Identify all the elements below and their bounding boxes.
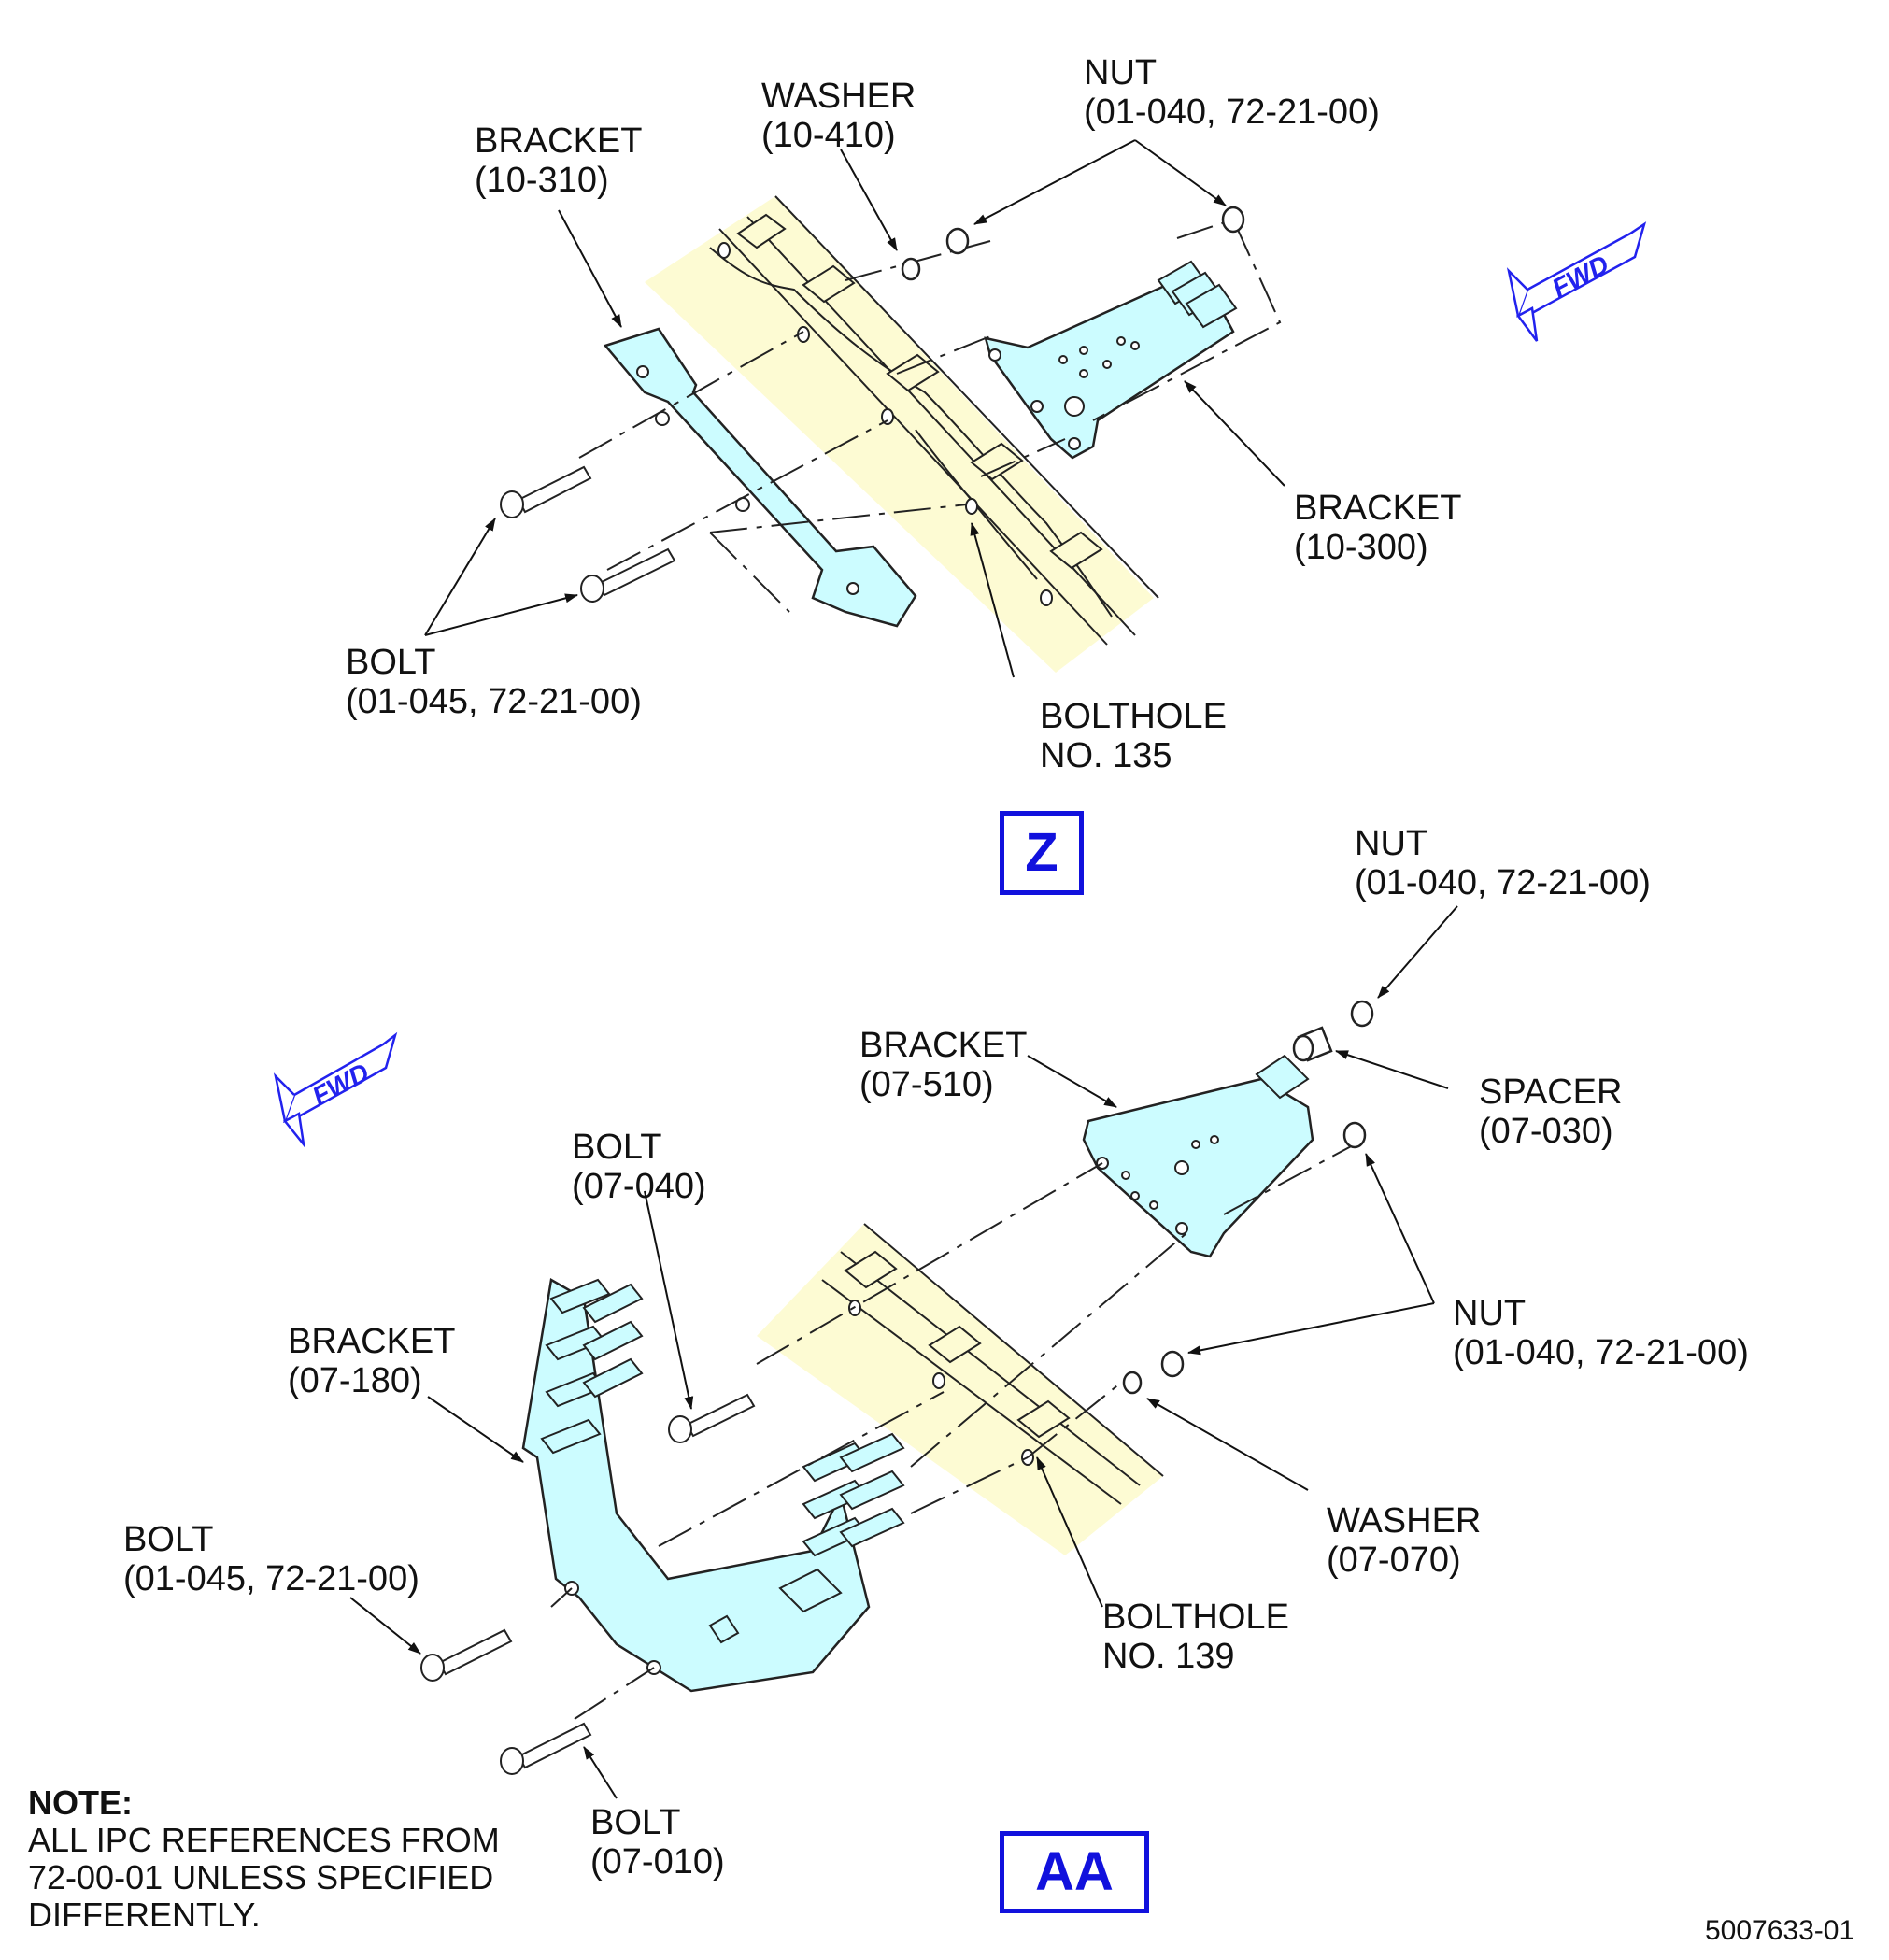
label-name: SPACER: [1479, 1072, 1623, 1112]
bracket-10-310-shape: [603, 327, 917, 628]
label-ref: (01-040, 72-21-00): [1355, 863, 1651, 902]
label-ref: (01-045, 72-21-00): [123, 1559, 419, 1598]
leader-bolthole-135: [970, 522, 1015, 678]
washer-10-410-shape: [901, 257, 921, 281]
label-ref: (07-070): [1327, 1541, 1461, 1580]
label-name: BOLT: [590, 1803, 681, 1842]
label-nut-01-040-b: NUT (01-040, 72-21-00): [1453, 1294, 1749, 1372]
label-name: WASHER: [761, 77, 916, 116]
washer-07-070-shape: [1122, 1371, 1143, 1395]
label-name: NUT: [1084, 53, 1158, 92]
label-ref: (01-045, 72-21-00): [346, 682, 642, 721]
label-name: BOLTHOLE: [1102, 1598, 1289, 1637]
label-name: BOLTHOLE: [1040, 697, 1227, 736]
fwd-arrow-z: [1506, 221, 1647, 342]
label-name: BOLT: [123, 1520, 214, 1559]
label-name: BRACKET: [1294, 489, 1462, 528]
label-bolt-07-010: BOLT (07-010): [590, 1803, 725, 1882]
label-nut-01-040-a: NUT (01-040, 72-21-00): [1355, 824, 1651, 902]
label-spacer-07-030: SPACER (07-030): [1479, 1072, 1622, 1151]
label-ref: (01-040, 72-21-00): [1453, 1333, 1749, 1372]
view-tag-z: Z: [1000, 811, 1084, 895]
label-bolthole-139: BOLTHOLE NO. 139: [1102, 1598, 1289, 1676]
label-washer-10-410: WASHER (10-410): [761, 77, 916, 155]
label-ref: (07-180): [288, 1361, 422, 1400]
label-name: BOLT: [572, 1128, 662, 1167]
label-bracket-10-310: BRACKET (10-310): [475, 121, 642, 200]
engine-case-band-z: [645, 196, 1154, 673]
label-ref: (10-410): [761, 116, 896, 155]
label-name: BOLT: [346, 643, 436, 682]
label-name: NUT: [1355, 824, 1428, 863]
label-ref: NO. 139: [1102, 1637, 1235, 1676]
leader-bracket-10-300: [1184, 380, 1285, 487]
label-bracket-10-300: BRACKET (10-300): [1294, 489, 1461, 567]
figure-number: 5007633-01: [1705, 1915, 1855, 1946]
label-bolt-01-045-bottom: BOLT (01-045, 72-21-00): [123, 1520, 419, 1598]
label-name: WASHER: [1327, 1501, 1482, 1541]
fwd-arrow-aa: [273, 1031, 398, 1149]
label-ref: (07-040): [572, 1167, 706, 1206]
label-bolt-01-045-top: BOLT (01-045, 72-21-00): [346, 643, 642, 721]
label-bracket-07-510: BRACKET (07-510): [859, 1026, 1027, 1104]
bracket-07-510-shape: [1082, 1077, 1314, 1258]
leader-bracket-10-310: [558, 209, 622, 328]
view-aa-drawing: [349, 905, 1458, 1799]
bolts-01-045-top: [500, 465, 676, 603]
label-ref: NO. 135: [1040, 736, 1172, 775]
label-nut-01-040-top: NUT (01-040, 72-21-00): [1084, 53, 1380, 132]
label-ref: (07-510): [859, 1065, 994, 1104]
label-ref: (01-040, 72-21-00): [1084, 92, 1380, 132]
label-ref: (07-010): [590, 1842, 725, 1882]
label-name: BRACKET: [859, 1026, 1028, 1065]
note-body: ALL IPC REFERENCES FROM 72-00-01 UNLESS …: [28, 1821, 500, 1934]
view-tag-aa: AA: [1000, 1831, 1149, 1913]
label-ref: (07-030): [1479, 1112, 1613, 1151]
view-z-drawing: [424, 139, 1285, 678]
bracket-10-300-shape: [984, 278, 1235, 460]
label-washer-07-070: WASHER (07-070): [1327, 1501, 1481, 1580]
spacer-07-030-shape: [1292, 1026, 1333, 1062]
label-ref: (10-310): [475, 161, 609, 200]
label-name: BRACKET: [288, 1322, 456, 1361]
note-heading: NOTE:: [28, 1783, 133, 1822]
label-bolthole-135: BOLTHOLE NO. 135: [1040, 697, 1227, 775]
label-ref: (10-300): [1294, 528, 1428, 567]
leader-washer-10-410: [840, 149, 898, 251]
label-name: NUT: [1453, 1294, 1527, 1333]
label-name: BRACKET: [475, 121, 643, 161]
label-bracket-07-180: BRACKET (07-180): [288, 1322, 455, 1400]
label-bolt-07-040: BOLT (07-040): [572, 1128, 706, 1206]
